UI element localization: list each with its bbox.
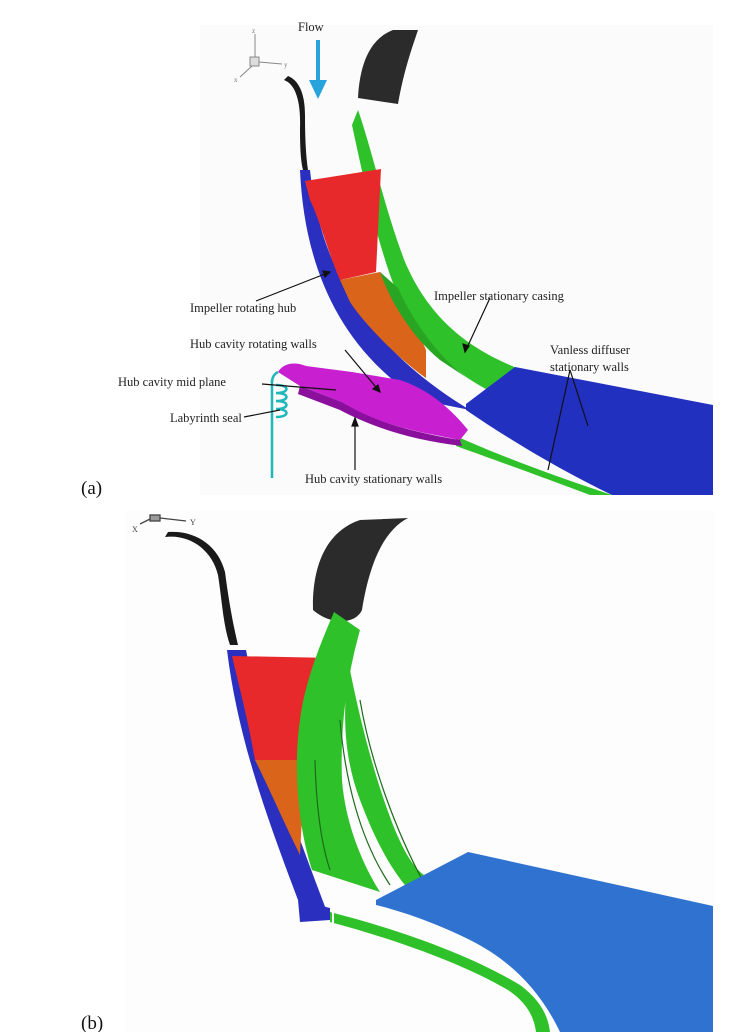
hub-stationary-walls-label: Hub cavity stationary walls	[305, 472, 443, 486]
impeller-orange-region-b	[255, 760, 305, 855]
casing-green-shroud-b	[296, 612, 380, 892]
hub-mid-plane-label: Hub cavity mid plane	[118, 375, 226, 389]
diffuser-green-wall-b	[330, 912, 550, 1032]
casing-green-shroud	[352, 110, 522, 394]
diffuser-blue-plate	[466, 367, 713, 495]
diffuser-label-line1: Vanless diffuser	[550, 343, 630, 357]
casing-inlet-dark	[358, 30, 418, 104]
axis-x-letter-b: X	[132, 525, 138, 534]
blade-green-b	[345, 670, 440, 900]
axis-z-letter: z	[252, 27, 255, 35]
blade-passage-green	[380, 272, 470, 380]
labyrinth-seal-label: Labyrinth seal	[170, 411, 242, 425]
flow-arrow-icon	[309, 40, 327, 99]
axis-x-letter: x	[234, 76, 238, 84]
flow-label: Flow	[298, 20, 324, 34]
impeller-orange-region	[340, 272, 426, 378]
impeller-hub-label: Impeller rotating hub	[190, 301, 297, 315]
panel-b-label: (b)	[81, 1013, 104, 1032]
axis-triad-b-icon	[139, 514, 187, 525]
annotation-leaders	[243, 270, 589, 471]
diffuser-blue-plate-b	[376, 852, 713, 1032]
hub-tip-b	[298, 900, 330, 922]
labyrinth-seal-icon	[270, 370, 288, 478]
axis-triad-icon	[239, 34, 283, 78]
hub-cavity-magenta	[278, 363, 468, 440]
diffuser-label-line2: stationary walls	[550, 360, 629, 374]
hub-blue-band	[300, 170, 470, 410]
hub-inlet-strip	[284, 76, 309, 176]
casing-inlet-dark-b	[312, 518, 408, 622]
panel-a-label: (a)	[81, 478, 103, 499]
axis-y-letter-b: Y	[190, 518, 196, 527]
hub-rotating-walls-label: Hub cavity rotating walls	[190, 337, 317, 351]
impeller-red-region	[305, 169, 381, 280]
hub-cavity-stationary-edge	[298, 386, 462, 446]
hub-inlet-strip-b	[165, 531, 238, 645]
axis-y-letter: y	[284, 61, 288, 69]
impeller-casing-label: Impeller stationary casing	[434, 289, 564, 303]
blade-edges-b	[314, 699, 426, 886]
